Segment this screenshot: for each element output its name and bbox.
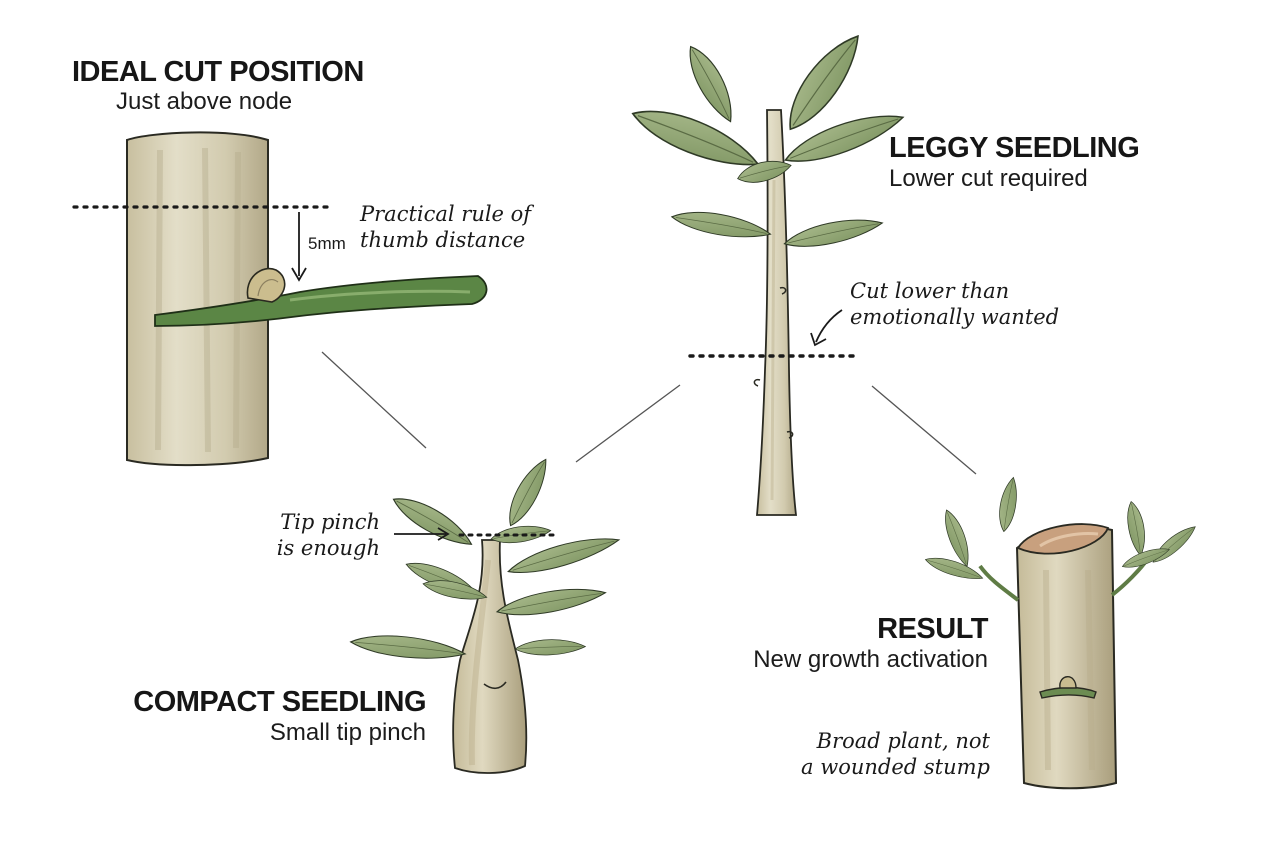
result-note-line1: Broad plant, not [816, 729, 990, 753]
ideal-node-bud [246, 267, 286, 303]
connector-compact-leggy [575, 384, 681, 463]
leggy-note-arrow [815, 309, 843, 343]
ideal-branch [154, 275, 488, 327]
compact-title: COMPACT SEEDLING [133, 686, 426, 718]
compact-note: Tip pinch is enough [277, 509, 380, 561]
leggy-title: LEGGY SEEDLING [889, 132, 1140, 164]
connector-lines [321, 351, 977, 475]
compact-trunk [452, 539, 528, 774]
result-title: RESULT [877, 613, 988, 645]
connector-leggy-result [871, 385, 977, 475]
leggy-stem [756, 109, 798, 516]
leggy-note-line1: Cut lower than [850, 279, 1010, 303]
result-note: Broad plant, not a wounded stump [801, 728, 990, 780]
compact-note-line2: is enough [276, 536, 380, 560]
ideal-note: Practical rule of thumb distance [360, 201, 531, 253]
compact-panel [348, 453, 623, 774]
ideal-note-line2: thumb distance [360, 228, 526, 252]
leggy-note: Cut lower than emotionally wanted [850, 278, 1059, 330]
result-note-line2: a wounded stump [801, 755, 990, 779]
ideal-stem [126, 131, 269, 467]
ideal-title: IDEAL CUT POSITION [72, 56, 364, 88]
leggy-panel [626, 25, 909, 516]
ideal-measure-label: 5mm [308, 234, 346, 253]
result-panel [923, 475, 1200, 790]
ideal-subtitle: Just above node [116, 88, 293, 115]
result-subtitle: New growth activation [753, 646, 988, 673]
connector-ideal-compact [321, 351, 427, 449]
compact-subtitle: Small tip pinch [269, 719, 426, 746]
ideal-cut-panel [72, 131, 488, 467]
result-trunk [1015, 525, 1118, 790]
compact-note-line1: Tip pinch [280, 510, 380, 534]
ideal-note-line1: Practical rule of [360, 202, 532, 226]
leggy-subtitle: Lower cut required [889, 165, 1088, 192]
leggy-note-line2: emotionally wanted [850, 305, 1060, 329]
